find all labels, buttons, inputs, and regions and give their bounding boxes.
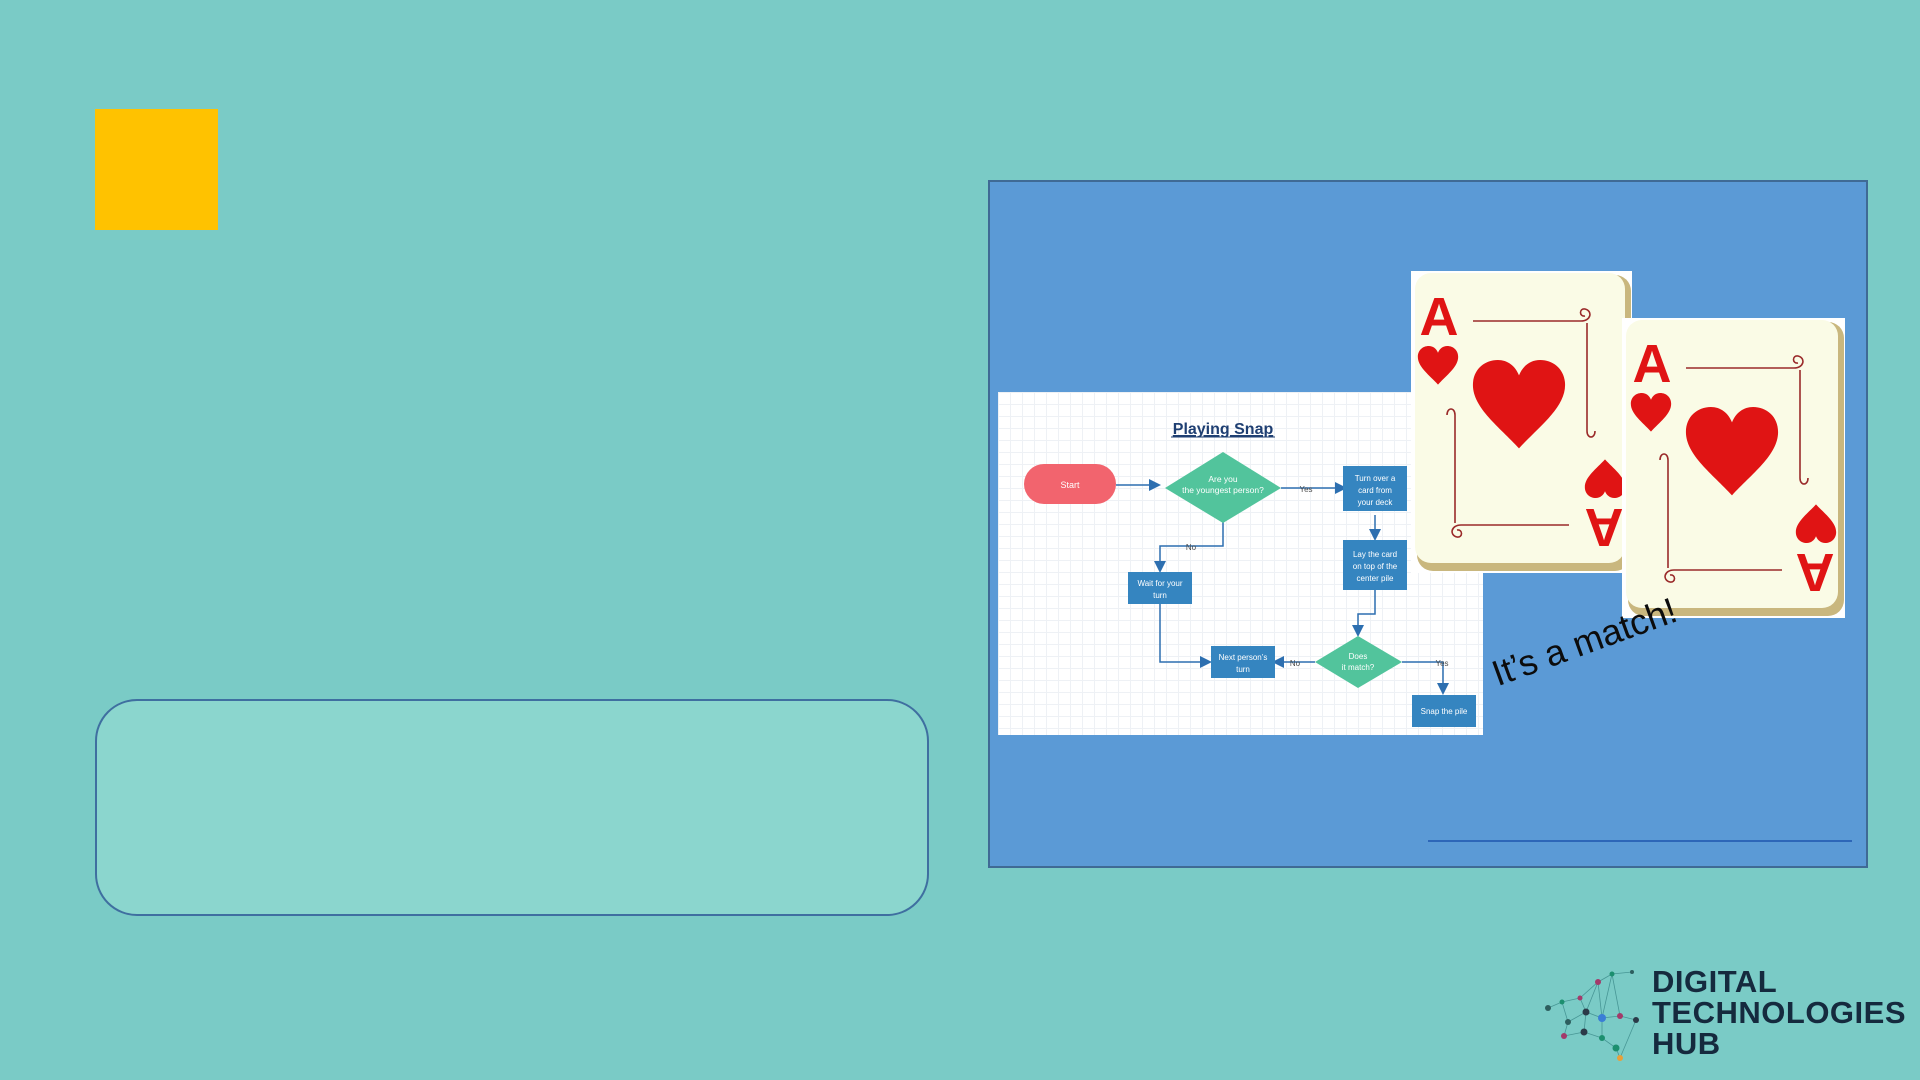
yes-label-1: Yes	[1299, 485, 1312, 494]
ace-of-hearts-card-match: A A	[1622, 318, 1845, 618]
lay-card-line3: center pile	[1357, 574, 1394, 583]
card-rank-top: A	[1420, 287, 1459, 347]
card-rank-bottom: A	[1796, 542, 1835, 602]
flowchart-title: Playing Snap	[1173, 421, 1274, 438]
turn-over-line1: Turn over a	[1355, 474, 1396, 483]
yes-label-2: Yes	[1435, 659, 1448, 668]
panel-divider-line	[1428, 840, 1852, 842]
wait-to-next-arrow	[1160, 604, 1209, 662]
card-rank-top: A	[1633, 334, 1672, 394]
logo-line-digital: DIGITAL	[1652, 966, 1906, 997]
question-youngest-line1: Are you	[1208, 474, 1238, 484]
question-youngest-line2: the youngest person?	[1182, 485, 1264, 495]
accent-square	[95, 109, 218, 230]
wait-line2: turn	[1153, 591, 1167, 600]
card-rank-bottom: A	[1585, 497, 1624, 557]
snap-label: Snap the pile	[1421, 707, 1468, 716]
digital-technologies-hub-logo: DIGITAL TECHNOLOGIES HUB	[1540, 962, 1910, 1062]
question-match-node	[1315, 636, 1402, 688]
question-match-line2: it match?	[1342, 663, 1375, 672]
text-placeholder-box[interactable]	[95, 699, 929, 916]
logo-line-hub: HUB	[1652, 1028, 1906, 1059]
next-person-line1: Next person’s	[1219, 653, 1268, 662]
no-label-2: No	[1290, 659, 1301, 668]
network-dots-icon	[1540, 962, 1646, 1062]
start-label: Start	[1060, 480, 1080, 490]
question-match-line1: Does	[1349, 652, 1368, 661]
logo-line-technologies: TECHNOLOGIES	[1652, 997, 1906, 1028]
lay-card-line1: Lay the card	[1353, 550, 1397, 559]
lay-to-match-arrow	[1358, 590, 1375, 634]
lay-card-line2: on top of the	[1353, 562, 1398, 571]
wait-line1: Wait for your	[1137, 579, 1182, 588]
turn-over-line2: card from	[1358, 486, 1392, 495]
no-label-1: No	[1186, 543, 1197, 552]
turn-over-line3: your deck	[1358, 498, 1394, 507]
ace-of-hearts-card: A A	[1411, 271, 1632, 573]
next-person-line2: turn	[1236, 665, 1250, 674]
